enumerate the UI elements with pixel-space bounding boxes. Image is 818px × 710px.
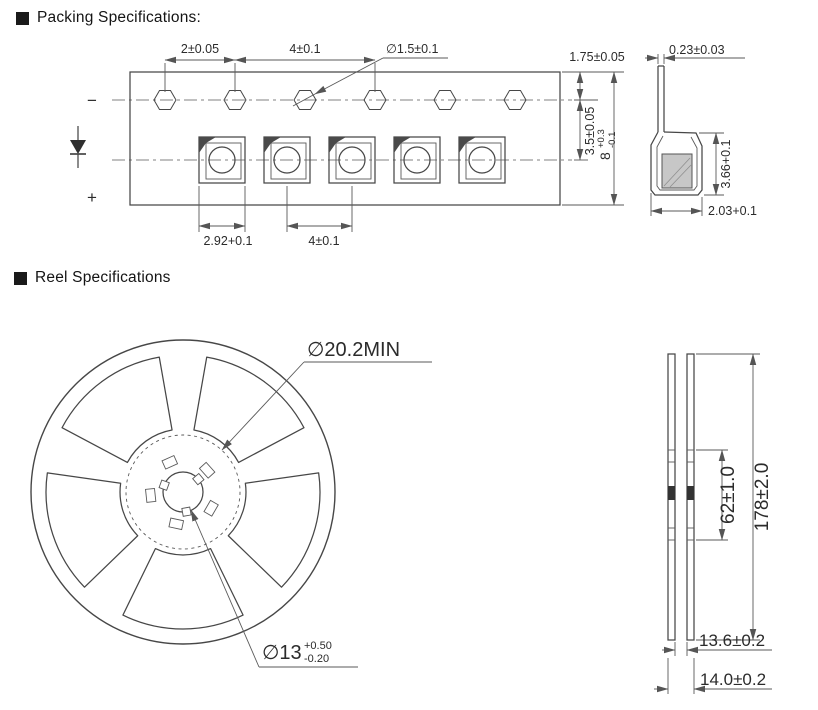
dim-pocket-size: 2.92+0.1: [203, 234, 252, 248]
reel-spoke-windows: [33, 345, 333, 630]
reel-outer-rim: [30, 339, 336, 645]
dim-flange-inner-width: 13.6±0.2: [699, 631, 765, 650]
dim-center-hole-tol-up: +0.50: [304, 640, 332, 652]
dim-pocket-depth: 3.66+0.1: [719, 139, 733, 188]
section-bullet-icon: [14, 271, 27, 285]
dim-pocket-bottom-width: 2.03+0.1: [708, 204, 757, 218]
dim-tape-thickness: 0.23±0.03: [669, 43, 725, 57]
dim-edge-to-hole: 1.75±0.05: [569, 50, 625, 64]
dim-hub-width: 62±1.0: [718, 466, 739, 524]
hub-marks: [668, 449, 694, 541]
reel-specifications-header: Reel Specifications: [14, 269, 171, 287]
section-bullet-icon: [16, 11, 29, 25]
dim-center-hole-diameter: ∅13: [262, 642, 302, 664]
tape-outline: [129, 71, 561, 206]
dim-tape-width-tol-dn: -0.1: [607, 132, 618, 148]
reel-header-label: Reel Specifications: [35, 269, 171, 286]
dim-tape-width-group: 8 +0.3 -0.1: [596, 129, 618, 160]
carrier-tape-top-view: 2±0.05 4±0.1 ∅1.5±0.1 1.75±0.05 3.5±0.05…: [70, 42, 625, 248]
packing-header-label: Packing Specifications:: [37, 9, 201, 26]
dim-hub-diameter: ∅20.2MIN: [307, 339, 400, 361]
component-in-pocket: [661, 153, 693, 189]
dim-reel-outer-diameter: 178±2.0: [752, 463, 773, 532]
dim-tape-width: 8: [597, 152, 613, 160]
dim-center-hole-tol-dn: -0.20: [304, 653, 329, 665]
dim-pocket-pitch: 4±0.1: [308, 234, 339, 248]
hub-drive-slots: [145, 454, 219, 531]
diode-symbol-icon: [70, 126, 86, 168]
dim-hole-pitch: 4±0.1: [289, 42, 320, 56]
dim-flange-overall-width: 14.0±0.2: [700, 670, 766, 689]
dim-tape-width-tol-up: +0.3: [596, 129, 607, 148]
polarity-minus-label: −: [87, 91, 97, 110]
center-hole-notches: [158, 472, 205, 517]
reel-front-view: ∅20.2MIN ∅13 +0.50 -0.20: [30, 339, 432, 668]
dim-sprocket-pitch: 2±0.05: [181, 42, 219, 56]
reel-side-view: 62±1.0 178±2.0 13.6±0.2 14.0±0.2: [654, 353, 773, 694]
polarity-plus-label: +: [87, 188, 97, 207]
reel-hub-circle: [125, 434, 241, 550]
dim-hole-to-pocket: 3.5±0.05: [583, 107, 597, 156]
tape-section-view: 0.23±0.03 3.66+0.1 2.03+0.1: [645, 43, 757, 218]
dim-hole-diameter: ∅1.5±0.1: [386, 42, 439, 56]
packing-specifications-header: Packing Specifications:: [16, 9, 201, 27]
